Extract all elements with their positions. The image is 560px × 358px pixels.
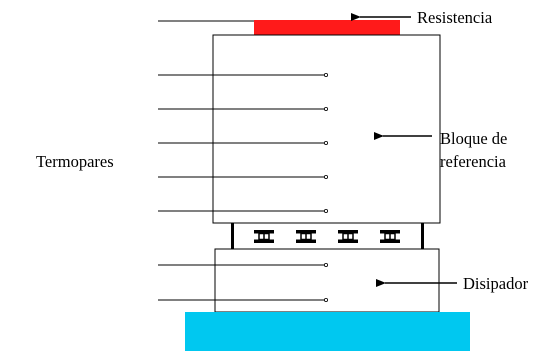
thermocouples-label: Termopares: [36, 152, 114, 171]
reference-block-label-line2: referencia: [440, 152, 507, 171]
heat-sink-thermocouples: [158, 262, 328, 302]
heat-sink-block: [214, 248, 440, 313]
reference-block: [212, 34, 441, 224]
spacer-element: [296, 230, 316, 243]
heater-label: Resistencia: [417, 8, 493, 27]
thermocouple-wire: [158, 208, 328, 213]
thermocouple-wire: [158, 107, 328, 112]
reference-thermocouples: [158, 73, 328, 213]
heater-element: [254, 20, 400, 35]
heat-sink-base: [185, 312, 470, 351]
heat-sink-label: Disipador: [463, 274, 529, 293]
spacer-element: [338, 230, 358, 243]
thermocouple-wire: [158, 174, 328, 179]
spacer-layer: [231, 222, 424, 250]
spacer-element: [380, 230, 400, 243]
thermocouple-wire: [158, 297, 328, 302]
thermocouple-wire: [158, 262, 328, 267]
spacer-element: [254, 230, 274, 243]
reference-block-label-line1: Bloque de: [440, 129, 507, 148]
thermocouple-wire: [158, 73, 328, 78]
thermocouple-wire: [158, 140, 328, 145]
